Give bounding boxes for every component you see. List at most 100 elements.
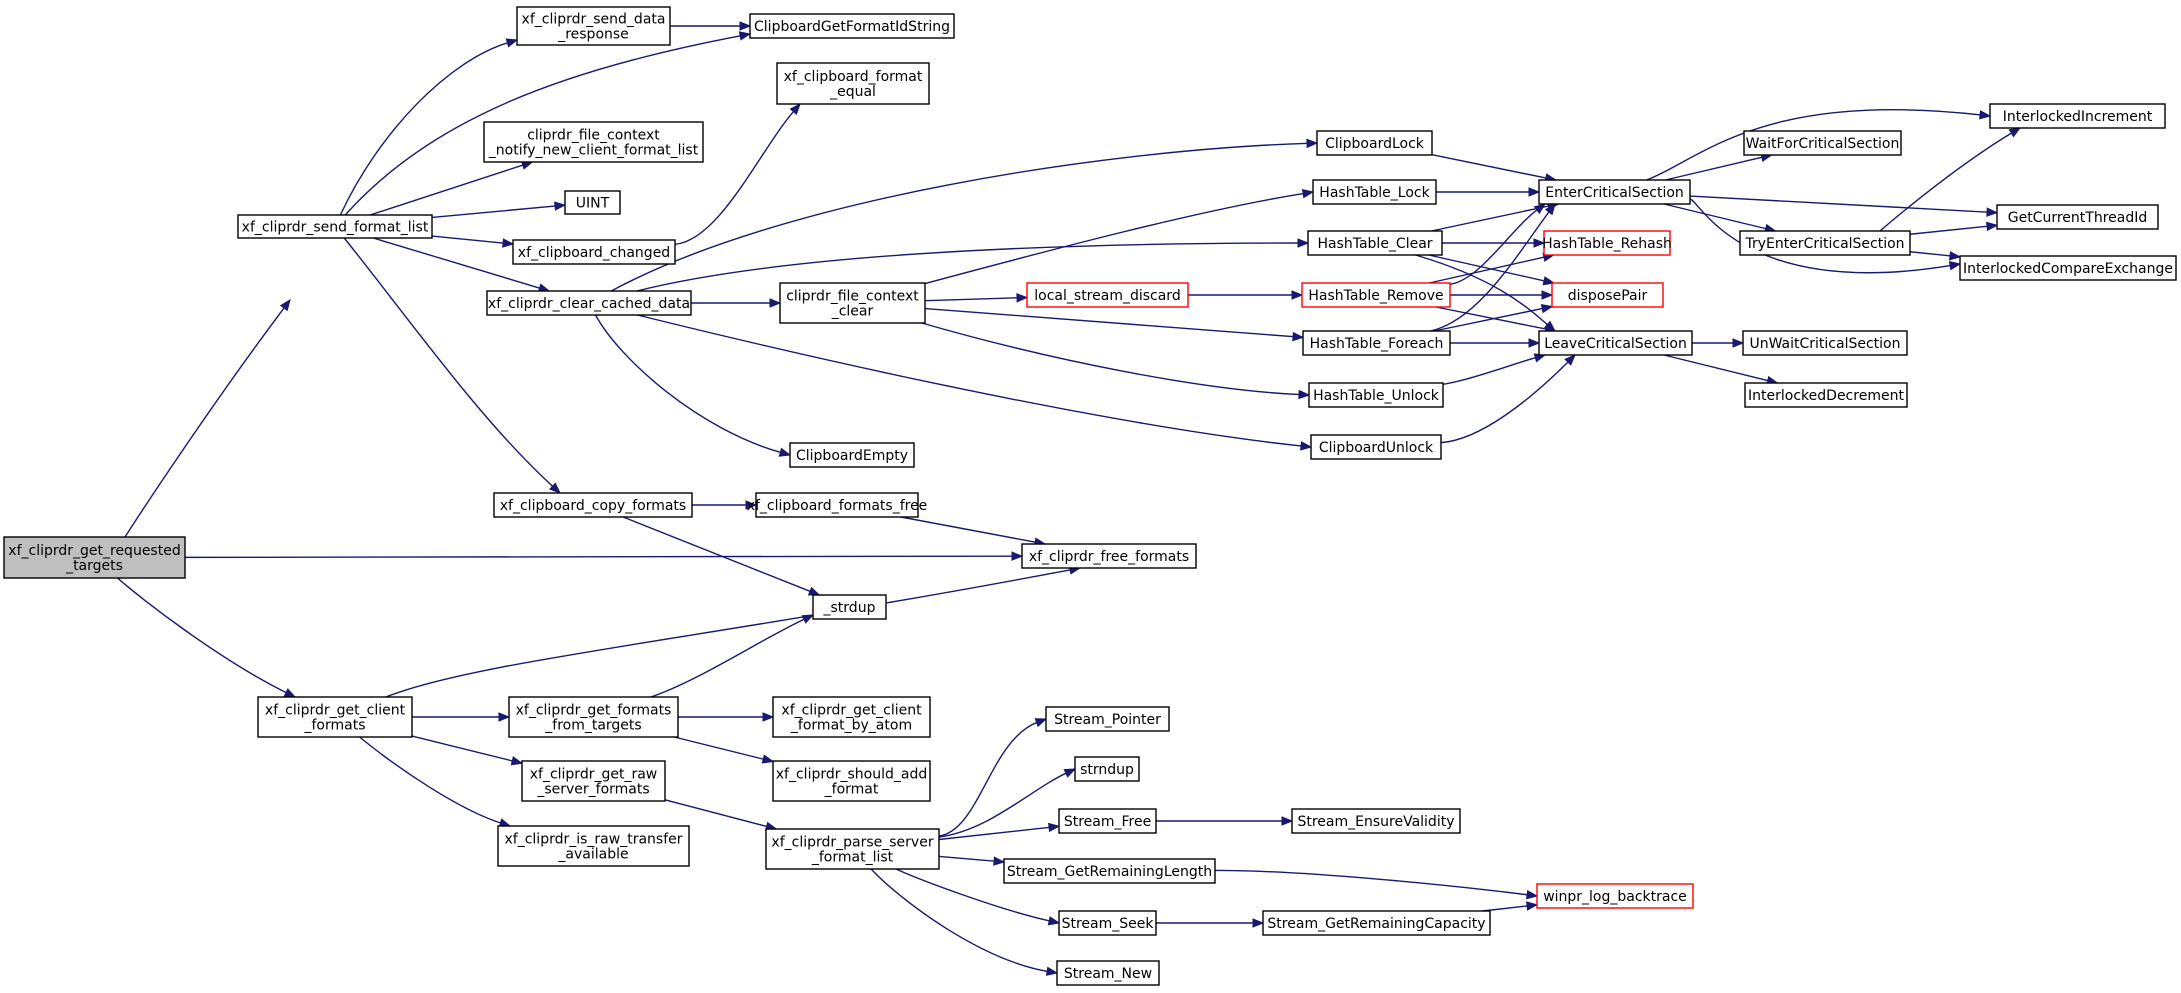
edge-line — [594, 314, 782, 454]
node-box — [1074, 756, 1140, 782]
node-stream-new[interactable]: Stream_New — [1056, 960, 1160, 986]
edge-line — [372, 237, 541, 290]
node-format-equal[interactable]: xf_clipboard_format_equal — [776, 62, 930, 105]
arrowhead-icon — [1528, 338, 1541, 348]
edge-line — [1482, 905, 1529, 912]
edge-send-format-list-to-uint — [431, 201, 567, 219]
edge-line — [637, 314, 1303, 447]
node-label: xf_cliprdr_free_formats — [1029, 549, 1189, 565]
edge-parse-server-format-list-to-stream-free — [938, 822, 1061, 841]
node-clipboard-changed[interactable]: xf_clipboard_changed — [512, 239, 676, 265]
edge-parse-server-format-list-to-stream-new — [870, 868, 1059, 976]
edge-line — [1434, 307, 1544, 332]
edge-stream-get-remaining-capacity-to-winpr-log-backtrace — [1482, 901, 1539, 912]
node-label: strndup — [1080, 762, 1134, 778]
node-copy-formats[interactable]: xf_clipboard_copy_formats — [493, 492, 693, 518]
node-send-data-response[interactable]: xf_cliprdr_send_data_response — [516, 6, 671, 46]
edge-line — [650, 618, 806, 698]
arrowhead-icon — [1011, 551, 1024, 561]
node-stream-ensure-validity[interactable]: Stream_EnsureValidity — [1291, 808, 1461, 834]
node-box — [486, 290, 692, 316]
node-box — [564, 190, 621, 215]
node-box — [1742, 330, 1908, 356]
node-label: ClipboardEmpty — [796, 448, 908, 464]
node-label: disposePair — [1568, 288, 1648, 304]
node-hashtable-rehash[interactable]: HashTable_Rehash — [1542, 230, 1672, 256]
node-enter-cs[interactable]: EnterCriticalSection — [1538, 179, 1691, 205]
node-label: ClipboardUnlock — [1319, 440, 1434, 456]
node-box — [765, 828, 940, 870]
node-interlocked-increment[interactable]: InterlockedIncrement — [1989, 103, 2166, 129]
node-is-raw-transfer-available[interactable]: xf_cliprdr_is_raw_transfer_available — [497, 825, 690, 867]
edge-line — [938, 772, 1068, 838]
node-file-context-clear[interactable]: cliprdr_file_context_clear — [779, 282, 926, 324]
edge-line — [1909, 225, 1989, 235]
node-hashtable-foreach[interactable]: HashTable_Foreach — [1302, 330, 1451, 356]
node-should-add-format[interactable]: xf_cliprdr_should_add_format — [772, 760, 931, 802]
node-clear-cached-data[interactable]: xf_cliprdr_clear_cached_data — [486, 290, 692, 316]
node-get-raw-server-formats[interactable]: xf_cliprdr_get_raw_server_formats — [521, 760, 666, 802]
node-file-context-notify[interactable]: cliprdr_file_context_notify_new_client_f… — [483, 121, 704, 163]
edge-get-client-formats-to-get-formats-from-targets — [412, 712, 511, 722]
node-parse-server-format-list[interactable]: xf_cliprdr_parse_server_format_list — [765, 828, 940, 870]
node-hashtable-remove[interactable]: HashTable_Remove — [1301, 282, 1451, 308]
edge-get-client-formats-to-is-raw-transfer-available — [359, 736, 512, 828]
node-get-format-id-string[interactable]: ClipboardGetFormatIdString — [749, 13, 955, 39]
node-clipboard-lock[interactable]: ClipboardLock — [1316, 130, 1433, 156]
edge-hashtable-remove-to-dispose-pair — [1450, 290, 1554, 300]
node-get-formats-from-targets[interactable]: xf_cliprdr_get_formats_from_targets — [508, 696, 679, 738]
arrowhead-icon — [1533, 238, 1546, 248]
node-winpr-log-backtrace[interactable]: winpr_log_backtrace — [1536, 883, 1694, 909]
node-label: _strdup — [823, 600, 876, 616]
node-box — [1291, 808, 1461, 834]
node-get-client-format-by-atom[interactable]: xf_cliprdr_get_client_format_by_atom — [772, 696, 931, 738]
node-label: Stream_New — [1064, 966, 1152, 982]
edge-line — [924, 192, 1305, 285]
node-unwait-cs[interactable]: UnWaitCriticalSection — [1742, 330, 1908, 356]
node-label: winpr_log_backtrace — [1543, 889, 1687, 905]
node-label: Stream_Free — [1064, 814, 1151, 830]
node-clipboard-unlock[interactable]: ClipboardUnlock — [1310, 434, 1442, 460]
node-label: xf_clipboard_formats_free — [747, 498, 928, 514]
node-stream-seek[interactable]: Stream_Seek — [1058, 910, 1157, 936]
edge-line — [622, 516, 812, 593]
edge-line — [431, 235, 505, 244]
node-label: _equal — [829, 84, 876, 100]
node-formats-free[interactable]: xf_clipboard_formats_free — [747, 492, 928, 518]
node-hashtable-unlock[interactable]: HashTable_Unlock — [1308, 382, 1444, 408]
node-hashtable-clear[interactable]: HashTable_Clear — [1307, 230, 1443, 256]
node-try-enter-cs[interactable]: TryEnterCriticalSection — [1739, 230, 1911, 256]
node-local-stream-discard[interactable]: local_stream_discard — [1026, 282, 1189, 308]
node-interlocked-compare-exchange[interactable]: InterlockedCompareExchange — [1959, 255, 2177, 281]
node-label: WaitForCriticalSection — [1746, 136, 1900, 152]
node-stream-get-remaining-capacity[interactable]: Stream_GetRemainingCapacity — [1262, 910, 1491, 936]
node-leave-cs[interactable]: LeaveCriticalSection — [1538, 330, 1693, 356]
arrowhead-icon — [549, 482, 561, 494]
node-stream-free[interactable]: Stream_Free — [1058, 808, 1157, 834]
edge-line — [610, 142, 1309, 292]
edge-line — [900, 516, 1037, 544]
node-free-formats[interactable]: xf_cliprdr_free_formats — [1021, 543, 1197, 569]
node-stream-pointer[interactable]: Stream_Pointer — [1045, 706, 1170, 732]
node-strdup[interactable]: _strdup — [812, 594, 887, 620]
node-dispose-pair[interactable]: disposePair — [1551, 282, 1664, 308]
edge-send-data-response-to-get-format-id-string — [670, 21, 752, 31]
arrowhead-icon — [745, 500, 758, 510]
arrowhead-icon — [1526, 901, 1539, 911]
node-send-format-list[interactable]: xf_cliprdr_send_format_list — [237, 214, 433, 239]
node-get-current-thread-id[interactable]: GetCurrentThreadId — [1996, 204, 2159, 230]
node-interlocked-decrement[interactable]: InterlockedDecrement — [1744, 382, 1908, 408]
node-wait-cs[interactable]: WaitForCriticalSection — [1743, 130, 1902, 156]
edge-root-to-free-formats — [184, 551, 1024, 561]
edge-line — [1431, 154, 1548, 179]
edge-line — [1442, 356, 1537, 386]
node-strndup[interactable]: strndup — [1074, 756, 1140, 782]
node-get-client-formats[interactable]: xf_cliprdr_get_client_formats — [257, 696, 413, 738]
node-hashtable-lock[interactable]: HashTable_Lock — [1312, 179, 1437, 205]
node-clipboard-empty[interactable]: ClipboardEmpty — [789, 442, 915, 468]
edge-try-enter-cs-to-interlocked-increment — [1879, 127, 2022, 232]
node-uint[interactable]: UINT — [564, 190, 621, 215]
edge-line — [369, 164, 524, 216]
edge-line — [895, 868, 1051, 922]
node-stream-get-remaining-length[interactable]: Stream_GetRemainingLength — [1003, 858, 1216, 884]
